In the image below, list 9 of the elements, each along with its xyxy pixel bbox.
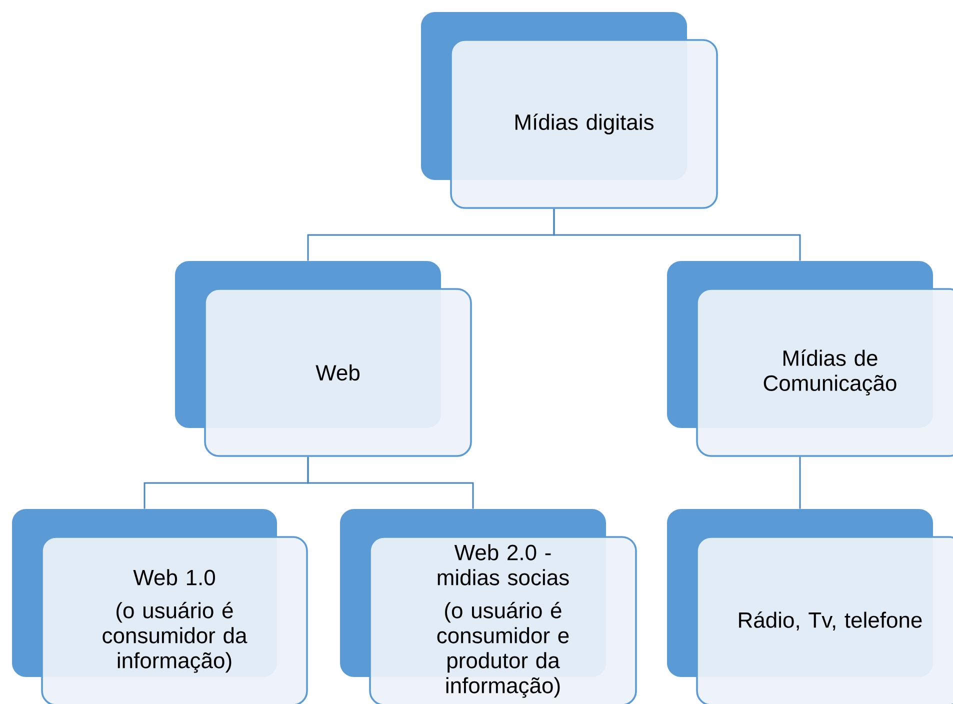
process-box: Web <box>175 261 472 457</box>
process-box: Mídias de Comunicação <box>667 261 953 457</box>
connector-line <box>799 456 801 509</box>
connector-line <box>307 456 474 509</box>
process-box: Mídias digitais <box>421 12 718 209</box>
connector-line <box>553 208 801 261</box>
process-box: Web 2.0 - midias socias (o usuário é consumidor e produtor da informação) <box>340 509 637 704</box>
process-box: Rádio, Tv, telefone <box>667 509 953 704</box>
process-box: Web 1.0 (o usuário é consumidor da informação) <box>12 509 308 704</box>
